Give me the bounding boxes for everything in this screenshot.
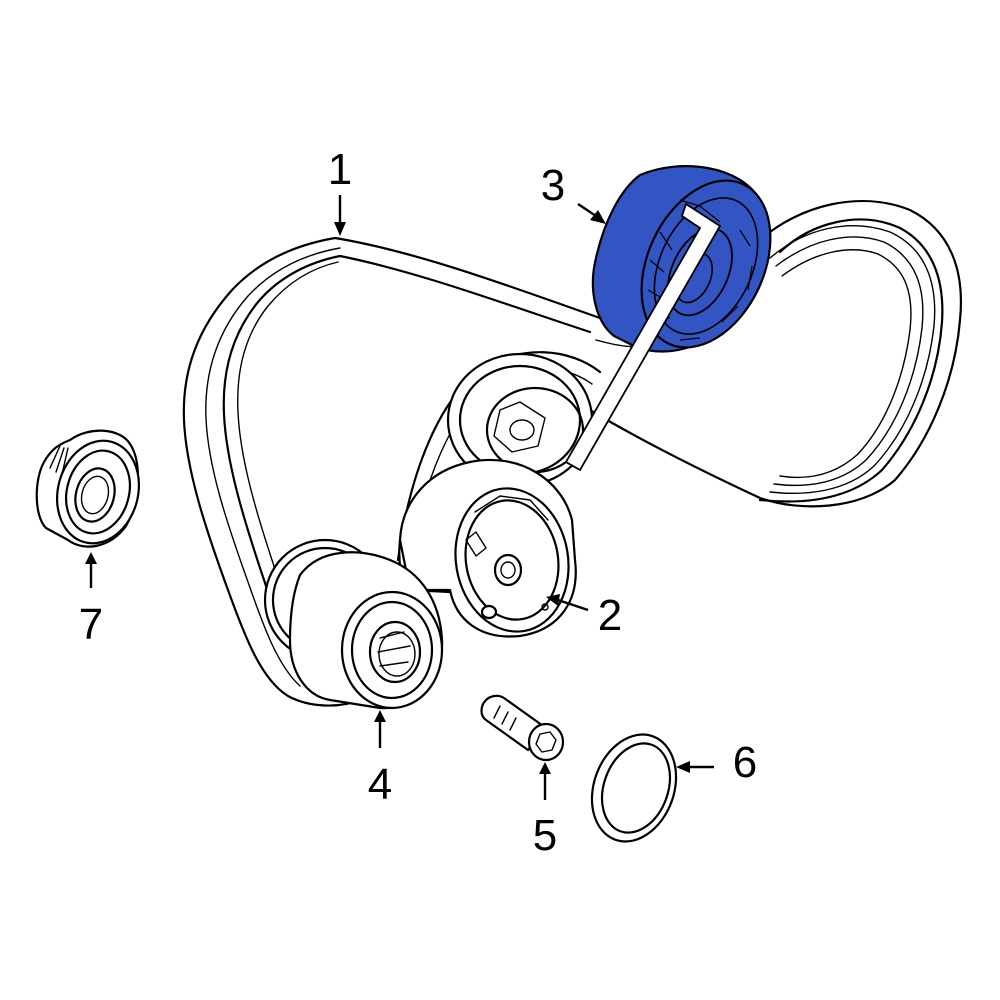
washer-ring[interactable] (578, 723, 691, 854)
alternator-pulley[interactable] (263, 538, 444, 710)
callout-6[interactable]: 6 (732, 738, 758, 787)
callout-3[interactable]: 3 (540, 161, 566, 210)
callout-5[interactable]: 5 (532, 811, 558, 860)
callout-1[interactable]: 1 (327, 145, 353, 194)
callout-4[interactable]: 4 (367, 760, 393, 809)
background-pulley (446, 352, 594, 488)
idler-pulley[interactable] (564, 160, 796, 472)
small-pulley[interactable] (35, 429, 150, 553)
belt-tensioner[interactable] (398, 458, 579, 641)
callout-7[interactable]: 7 (78, 600, 104, 649)
bolt[interactable] (480, 694, 565, 762)
callout-2[interactable]: 2 (597, 591, 623, 640)
leader-arrows (85, 195, 714, 800)
